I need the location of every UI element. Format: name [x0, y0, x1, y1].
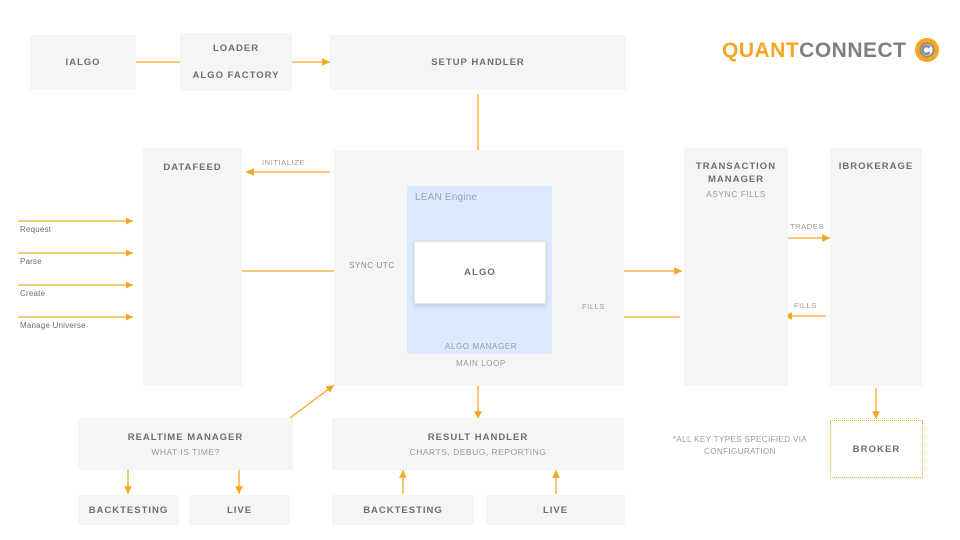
- box-ialgo[interactable]: IALGO: [30, 35, 136, 90]
- box-transaction-manager[interactable]: TRANSACTION MANAGER ASYNC FILLS: [684, 148, 788, 386]
- quantconnect-logo: QUANT CONNECT: [722, 36, 941, 64]
- box-transaction-manager-title: TRANSACTION MANAGER: [695, 161, 777, 185]
- fills-brokerage-label: FILLS: [794, 301, 818, 310]
- logo-text-quant: QUANT: [722, 38, 800, 62]
- box-realtime-manager-title: REALTIME MANAGER: [127, 431, 244, 443]
- quantconnect-logo-mark-icon: [913, 36, 941, 64]
- box-setup-handler-title: SETUP HANDLER: [431, 57, 525, 68]
- box-ialgo-title: IALGO: [65, 57, 101, 68]
- box-datafeed-title: DATAFEED: [163, 162, 222, 173]
- box-result-live-title: LIVE: [542, 504, 569, 516]
- box-ibrokerage[interactable]: IBROKERAGE: [830, 148, 922, 386]
- algo-card[interactable]: ALGO: [414, 241, 546, 304]
- input-label-manage-universe: Manage Universe: [20, 321, 86, 330]
- sync-utc-label: SYNC UTC: [349, 261, 395, 270]
- lean-engine-label: LEAN Engine: [415, 192, 478, 203]
- box-result-handler[interactable]: RESULT HANDLER CHARTS, DEBUG, REPORTING: [332, 418, 624, 470]
- footnote-text: *ALL KEY TYPES SPECIFIED VIA CONFIGURATI…: [672, 435, 808, 456]
- box-result-backtesting[interactable]: BACKTESTING: [332, 495, 474, 525]
- trades-label: TRADES: [790, 222, 825, 231]
- input-label-request: Request: [20, 225, 52, 234]
- box-loader-title: LOADER: [212, 43, 260, 54]
- logo-text-connect: CONNECT: [799, 38, 907, 62]
- box-result-handler-subtitle: CHARTS, DEBUG, REPORTING: [409, 446, 547, 457]
- box-result-handler-title: RESULT HANDLER: [427, 431, 529, 443]
- box-ibrokerage-title: IBROKERAGE: [838, 161, 914, 172]
- box-result-backtesting-title: BACKTESTING: [363, 504, 443, 516]
- box-broker[interactable]: BROKER: [830, 420, 923, 478]
- box-transaction-manager-subtitle: ASYNC FILLS: [706, 189, 766, 199]
- box-loader[interactable]: LOADER ALGO FACTORY: [180, 33, 292, 91]
- box-realtime-manager-subtitle: WHAT IS TIME?: [151, 446, 220, 457]
- box-realtime-live-title: LIVE: [226, 504, 253, 516]
- input-label-parse: Parse: [20, 257, 42, 266]
- fills-engine-label: FILLS: [582, 302, 606, 311]
- box-setup-handler[interactable]: SETUP HANDLER: [330, 35, 626, 90]
- initialize-label: INITIALIZE: [262, 158, 306, 167]
- main-loop-label: MAIN LOOP: [456, 359, 506, 368]
- algo-manager-label: ALGO MANAGER: [445, 342, 518, 351]
- arrow-realtime-to-engine: [289, 384, 335, 419]
- box-realtime-manager[interactable]: REALTIME MANAGER WHAT IS TIME?: [78, 418, 293, 470]
- box-broker-title: BROKER: [852, 443, 901, 455]
- algo-card-label: ALGO: [464, 267, 496, 278]
- box-loader-subtitle: ALGO FACTORY: [192, 70, 280, 81]
- box-realtime-live[interactable]: LIVE: [189, 495, 290, 525]
- box-datafeed[interactable]: DATAFEED: [143, 148, 242, 386]
- input-label-create: Create: [20, 289, 46, 298]
- box-realtime-backtesting-title: BACKTESTING: [88, 504, 169, 516]
- box-result-live[interactable]: LIVE: [486, 495, 625, 525]
- box-realtime-backtesting[interactable]: BACKTESTING: [78, 495, 179, 525]
